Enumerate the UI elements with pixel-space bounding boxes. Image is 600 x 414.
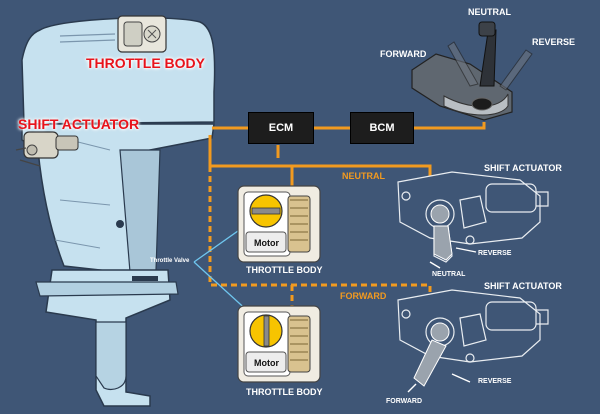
shift-actuator-top-lever: [430, 204, 453, 261]
engine-shift-actuator: [15, 131, 79, 167]
cowling-vents: [59, 33, 116, 43]
throttle-body-top-label: THROTTLE BODY: [246, 265, 323, 275]
throttle-body-bottom-label: THROTTLE BODY: [246, 387, 323, 397]
signal-forward-label: FORWARD: [340, 291, 387, 301]
shift-actuator-bottom-lever: [413, 322, 450, 387]
shift-actuator-bottom: [397, 289, 549, 363]
motor-top-label: Motor: [254, 238, 279, 248]
throttle-body-bottom: [237, 305, 321, 383]
lever-reverse-label: REVERSE: [532, 37, 576, 47]
propeller-gearcase: [95, 321, 127, 391]
signal-neutral-label: NEUTRAL: [342, 171, 385, 181]
actuator-bottom-reverse-label: REVERSE: [478, 378, 512, 385]
shift-actuator-top: [397, 171, 549, 263]
throttle-body-main-label: THROTTLE BODY: [86, 55, 205, 71]
throttle-body-top: [237, 185, 321, 263]
shift-actuator-bottom-label: SHIFT ACTUATOR: [484, 281, 562, 291]
shift-actuator-top-label: SHIFT ACTUATOR: [484, 163, 562, 173]
bcm-box: BCM: [350, 112, 414, 144]
engine-throttle-body: [117, 15, 167, 53]
ecm-box: ECM: [248, 112, 314, 144]
actuator-bottom-forward-label: FORWARD: [386, 398, 423, 405]
lever-forward-label: FORWARD: [380, 49, 427, 59]
shift-actuator-main-label: SHIFT ACTUATOR: [18, 116, 140, 132]
motor-bottom-label: Motor: [254, 358, 279, 368]
cowling-latch: [132, 276, 158, 281]
trim-tab-icon: [116, 220, 124, 228]
actuator-top-reverse-label: REVERSE: [478, 250, 512, 257]
outboard-engine: [21, 17, 216, 407]
actuator-direction-arrows: [407, 247, 477, 393]
anti-ventilation-plate: [35, 281, 179, 297]
remote-control-lever: [411, 21, 533, 121]
actuator-top-neutral-label: NEUTRAL: [432, 271, 466, 278]
lever-neutral-label: NEUTRAL: [468, 7, 511, 17]
throttle-valve-label: Throttle Valve: [150, 258, 190, 264]
